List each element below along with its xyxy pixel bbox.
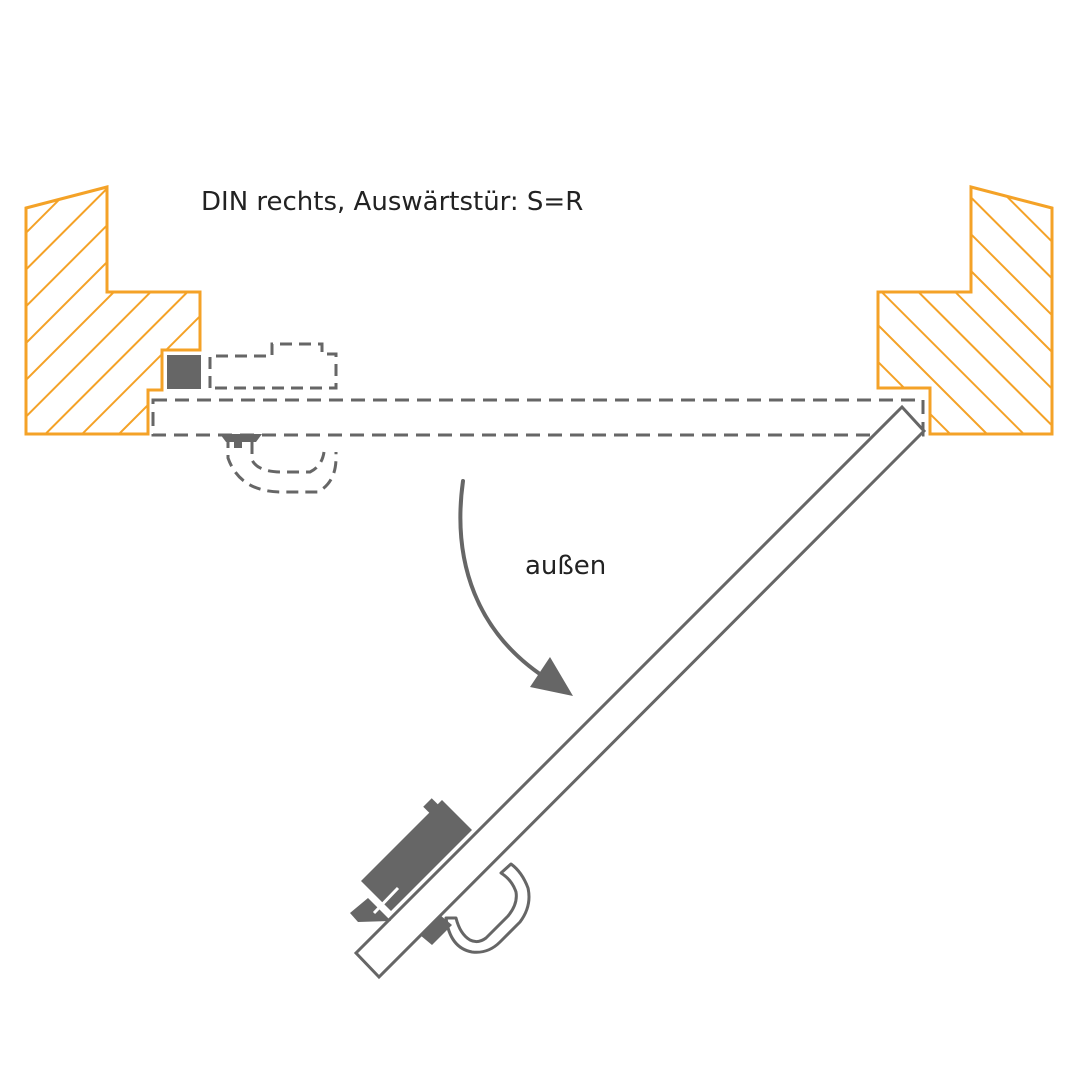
door-closer-icon	[350, 798, 472, 922]
closed-door-outline	[151, 398, 925, 437]
direction-label: außen	[525, 551, 606, 581]
curved-arrow-icon	[530, 657, 573, 696]
left-wall-frame	[24, 185, 202, 436]
diagram-title: DIN rechts, Auswärtstür: S=R	[201, 187, 583, 217]
open-door-leaf	[353, 404, 927, 980]
handle-rose-closed	[220, 434, 262, 442]
handle-neck-closed	[234, 440, 242, 448]
door-closer-closed-outline	[208, 342, 338, 390]
door-handle-icon	[420, 862, 531, 954]
hinge-icon	[167, 355, 201, 389]
swing-arrow-path	[458, 479, 554, 684]
right-wall-frame	[876, 185, 1054, 436]
door-handle-closed-outline	[226, 436, 338, 494]
